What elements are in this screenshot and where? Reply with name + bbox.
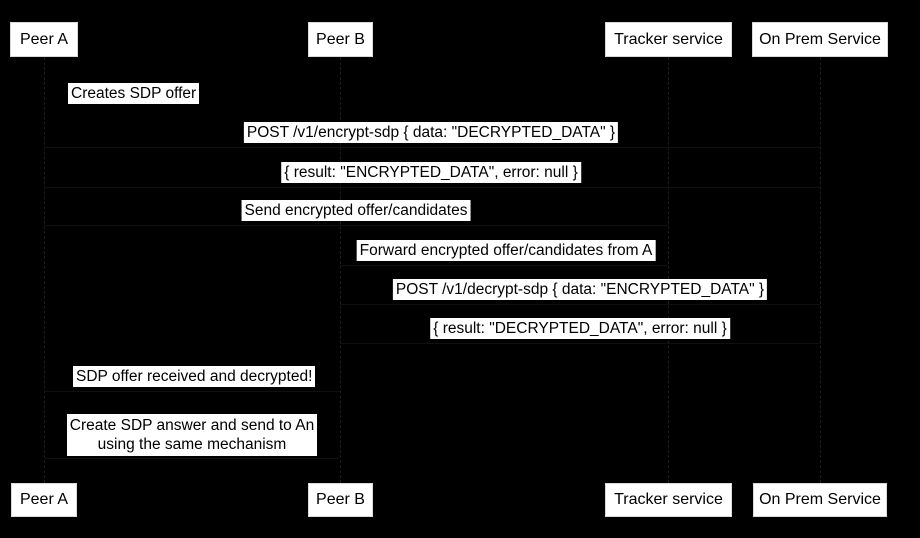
message-label-create-answer: Create SDP answer and send to An using t… [67,414,317,456]
message-arrow-encrypt-request [44,147,820,148]
participant-on-prem-service-bottom: On Prem Service [753,483,887,517]
message-arrow-create-answer [44,458,340,459]
participant-peer-a-top: Peer A [10,22,78,57]
participant-on-prem-service-top: On Prem Service [752,22,888,57]
message-label-forward-offer: Forward encrypted offer/candidates from … [356,240,656,261]
message-arrow-decrypt-reply [340,343,820,344]
participant-peer-a-bottom: Peer A [11,483,77,517]
message-arrow-send-offer [44,225,668,226]
message-label-encrypt-request: POST /v1/encrypt-sdp { data: "DECRYPTED_… [243,122,619,143]
message-arrow-decrypt-request [340,304,820,305]
participant-tracker-service-top: Tracker service [605,22,732,57]
message-label-send-offer: Send encrypted offer/candidates [241,200,471,221]
lifeline-peer-a [44,57,45,483]
message-label-encrypt-reply: { result: "ENCRYPTED_DATA", error: null … [281,162,581,183]
message-label-offer-received: SDP offer received and decrypted! [73,366,316,387]
participant-peer-b-top: Peer B [308,22,373,57]
participant-peer-b-bottom: Peer B [308,483,373,517]
participant-tracker-service-bottom: Tracker service [605,483,732,517]
message-arrow-encrypt-reply [44,187,820,188]
lifeline-peer-b [340,57,341,483]
message-arrow-offer-received [44,391,340,392]
lifeline-on-prem-service [820,57,821,483]
lifeline-tracker-service [668,57,669,483]
message-arrow-forward-offer [340,265,668,266]
message-label-creates-sdp-offer: Creates SDP offer [68,83,200,104]
message-label-decrypt-reply: { result: "DECRYPTED_DATA", error: null … [430,318,730,339]
message-label-decrypt-request: POST /v1/decrypt-sdp { data: "ENCRYPTED_… [392,279,768,300]
